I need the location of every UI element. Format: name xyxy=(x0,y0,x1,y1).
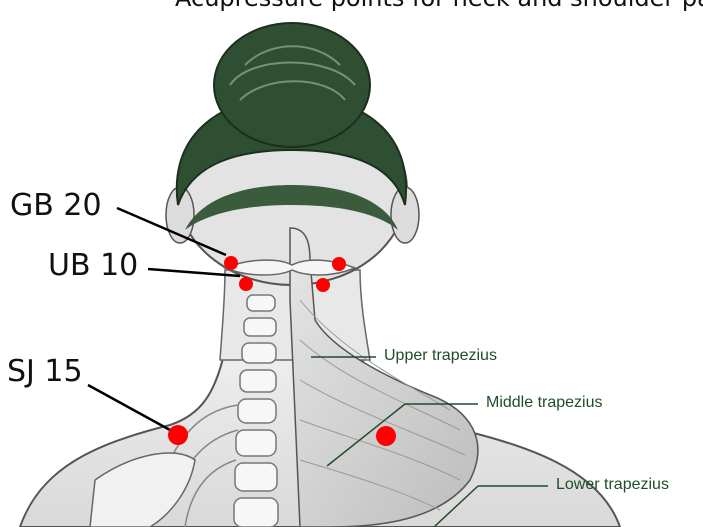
sj15-leader xyxy=(88,385,170,430)
lower-trapezius-label: Lower trapezius xyxy=(556,476,669,494)
gb20-right-point xyxy=(332,257,346,271)
gb20-left-point xyxy=(224,256,238,270)
upper-trapezius-label: Upper trapezius xyxy=(384,347,497,365)
sj15-label: SJ 15 xyxy=(7,354,83,389)
hair-bun xyxy=(214,23,370,147)
sj15-left-point xyxy=(168,425,188,445)
sj15-right-point xyxy=(376,426,396,446)
middle-trapezius-label: Middle trapezius xyxy=(486,394,603,412)
gb20-label: GB 20 xyxy=(10,188,102,223)
ub10-right-point xyxy=(316,278,330,292)
ub10-label: UB 10 xyxy=(48,248,138,283)
ub10-left-point xyxy=(239,277,253,291)
